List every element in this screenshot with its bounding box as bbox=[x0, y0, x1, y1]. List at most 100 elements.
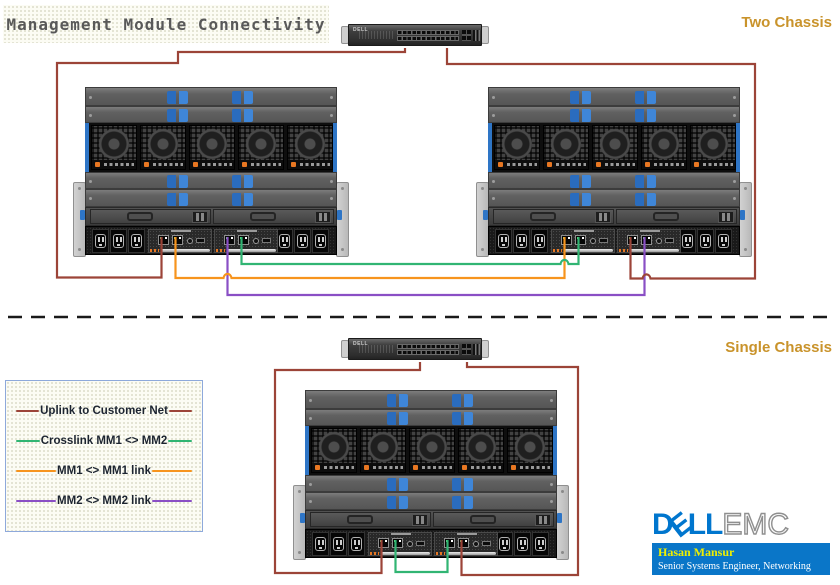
switch-port-row-top bbox=[397, 344, 459, 349]
sled-blue-handle bbox=[167, 193, 188, 206]
psu-right bbox=[496, 532, 513, 556]
fan-vent-dashes bbox=[507, 163, 537, 166]
fan-orange-latch bbox=[413, 465, 418, 470]
sled-blue-handle bbox=[635, 175, 656, 188]
sled-blue-handle bbox=[387, 412, 408, 425]
switch-vent bbox=[359, 31, 393, 39]
blank-tray bbox=[213, 209, 334, 224]
tray-handle bbox=[470, 515, 496, 524]
fan-row-blue-edge-right bbox=[736, 123, 739, 172]
fan-vent-dashes bbox=[422, 466, 452, 469]
mm-button bbox=[473, 541, 479, 547]
blank-tray bbox=[493, 209, 614, 224]
psu-right bbox=[715, 229, 732, 253]
psu-socket bbox=[517, 537, 528, 551]
fan-vent-dashes bbox=[324, 466, 354, 469]
switch-port-row-bottom bbox=[397, 350, 459, 355]
mgmt-module-2 bbox=[434, 532, 498, 556]
psu-left bbox=[348, 532, 365, 556]
fan-bottom-strip bbox=[593, 160, 637, 169]
fan-orange-latch bbox=[95, 162, 100, 167]
page-title: Management Module Connectivity bbox=[6, 14, 326, 34]
tray-row bbox=[85, 207, 337, 226]
legend-line-left-uplink bbox=[16, 409, 40, 413]
fan-bottom-strip bbox=[642, 160, 686, 169]
mm-button bbox=[253, 238, 259, 244]
chassis-single bbox=[293, 390, 569, 560]
sled-blue-handle bbox=[570, 91, 591, 104]
sled-blue-handle bbox=[570, 193, 591, 206]
ear-screw-top bbox=[561, 490, 564, 493]
rack-ear-right bbox=[481, 340, 489, 358]
fan-orange-latch bbox=[291, 162, 296, 167]
psu-socket bbox=[534, 234, 545, 248]
legend-line-left-mm2 bbox=[16, 499, 57, 503]
psu-socket bbox=[499, 537, 510, 551]
ear-screw-bottom bbox=[298, 551, 301, 554]
psu-left bbox=[330, 532, 347, 556]
fan-orange-latch bbox=[511, 465, 516, 470]
mm-orange-dashes bbox=[619, 249, 628, 252]
fan-orange-latch bbox=[242, 162, 247, 167]
mm-port-1 bbox=[158, 235, 169, 245]
switch-port-row-top bbox=[397, 30, 459, 35]
tray-handle bbox=[530, 212, 556, 221]
fan-bottom-strip bbox=[312, 463, 356, 472]
psu-socket bbox=[315, 537, 326, 551]
mm-port-2 bbox=[238, 235, 249, 245]
power-and-mgmt-row bbox=[85, 226, 337, 255]
sled-screw-left bbox=[492, 179, 495, 183]
sled-blue-handle bbox=[167, 175, 188, 188]
tray-connector bbox=[535, 514, 551, 526]
fan-module bbox=[494, 125, 540, 170]
psu-socket bbox=[131, 234, 142, 248]
mgmt-module-1 bbox=[148, 229, 212, 253]
psu-socket bbox=[498, 234, 509, 248]
ear-screw-top bbox=[744, 187, 747, 190]
mm-button bbox=[656, 238, 662, 244]
mm-release-lever bbox=[381, 552, 430, 555]
fan-module bbox=[238, 125, 284, 170]
top-network-switch: DELL bbox=[341, 22, 489, 48]
sled-screw-left bbox=[89, 113, 92, 117]
mm-port-2 bbox=[458, 538, 469, 548]
fan-row-blue-edge-left bbox=[306, 426, 309, 475]
blade-sled-row bbox=[488, 87, 740, 106]
fan-vent-dashes bbox=[520, 466, 550, 469]
sled-blue-handle bbox=[635, 91, 656, 104]
blade-sled-row bbox=[85, 189, 337, 207]
ear-screw-top bbox=[298, 490, 301, 493]
sled-blue-handle bbox=[232, 193, 253, 206]
psu-socket bbox=[315, 234, 326, 248]
fan-module bbox=[458, 428, 504, 473]
tray-handle bbox=[250, 212, 276, 221]
legend-item-crosslink: Crosslink MM1 <> MM2 bbox=[16, 435, 193, 447]
mm-label-strip bbox=[457, 533, 477, 535]
fan-vent-dashes bbox=[471, 466, 501, 469]
psu-socket bbox=[297, 234, 308, 248]
fan-orange-latch bbox=[193, 162, 198, 167]
ear-screw-bottom bbox=[341, 248, 344, 251]
blade-sled-row bbox=[305, 492, 557, 510]
mm-port-1 bbox=[224, 235, 235, 245]
single-chassis-section-label: Single Chassis bbox=[725, 339, 832, 356]
switch-port-row-bottom bbox=[397, 36, 459, 41]
legend-label-uplink: Uplink to Customer Net bbox=[40, 405, 168, 417]
fan-row bbox=[85, 123, 337, 172]
fan-orange-latch bbox=[694, 162, 699, 167]
psu-right bbox=[679, 229, 696, 253]
sled-blue-handle bbox=[232, 91, 253, 104]
sled-screw-right bbox=[733, 95, 736, 99]
fan-row-blue-edge-left bbox=[86, 123, 89, 172]
psu-left bbox=[513, 229, 530, 253]
fan-module bbox=[287, 125, 333, 170]
fan-orange-latch bbox=[498, 162, 503, 167]
fan-module bbox=[91, 125, 137, 170]
fan-row bbox=[488, 123, 740, 172]
fan-module bbox=[360, 428, 406, 473]
legend-line-right-mm2 bbox=[151, 499, 192, 503]
tray-handle bbox=[653, 212, 679, 221]
fan-bottom-strip bbox=[92, 160, 136, 169]
signature-box: Hasan Mansur Senior Systems Engineer, Ne… bbox=[652, 543, 830, 575]
